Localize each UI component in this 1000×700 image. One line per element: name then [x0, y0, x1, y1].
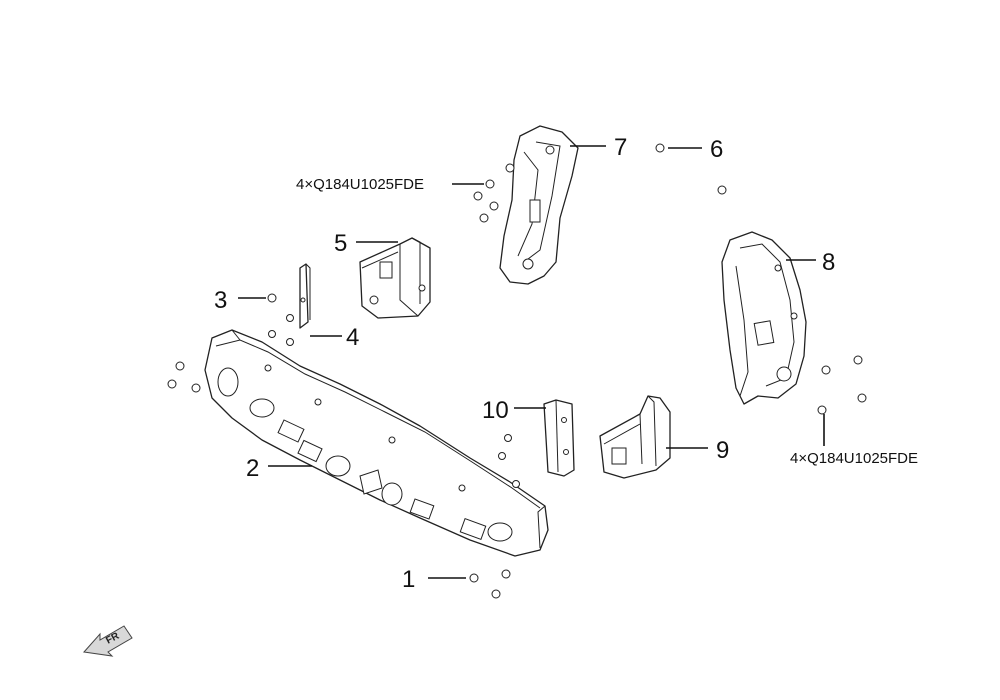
- callout-3: 3: [214, 287, 227, 314]
- bracket-right: [543, 399, 575, 477]
- bumper-beam: [204, 329, 549, 557]
- fasteners: [167, 143, 867, 599]
- callout-4: 4: [346, 324, 359, 351]
- crash-box-left: [359, 237, 431, 319]
- side-panel-right: [721, 231, 807, 405]
- leader-lines: [238, 145, 825, 579]
- callout-10: 10: [482, 397, 509, 424]
- upper-pillar-bracket: [499, 125, 579, 285]
- front-arrow: FR: [83, 625, 133, 657]
- callout-5: 5: [334, 230, 347, 257]
- callout-9: 9: [716, 437, 729, 464]
- callout-8: 8: [822, 249, 835, 276]
- crash-box-right: [599, 395, 671, 479]
- arrow-icon: [83, 625, 133, 657]
- callout-6: 6: [710, 136, 723, 163]
- callout-2: 2: [246, 455, 259, 482]
- callout-7: 7: [614, 134, 627, 161]
- bracket-left: [299, 263, 311, 329]
- callout-bolt-upper: 4×Q184U1025FDE: [296, 176, 424, 193]
- callout-1: 1: [402, 566, 415, 593]
- callout-bolt-right: 4×Q184U1025FDE: [790, 450, 918, 467]
